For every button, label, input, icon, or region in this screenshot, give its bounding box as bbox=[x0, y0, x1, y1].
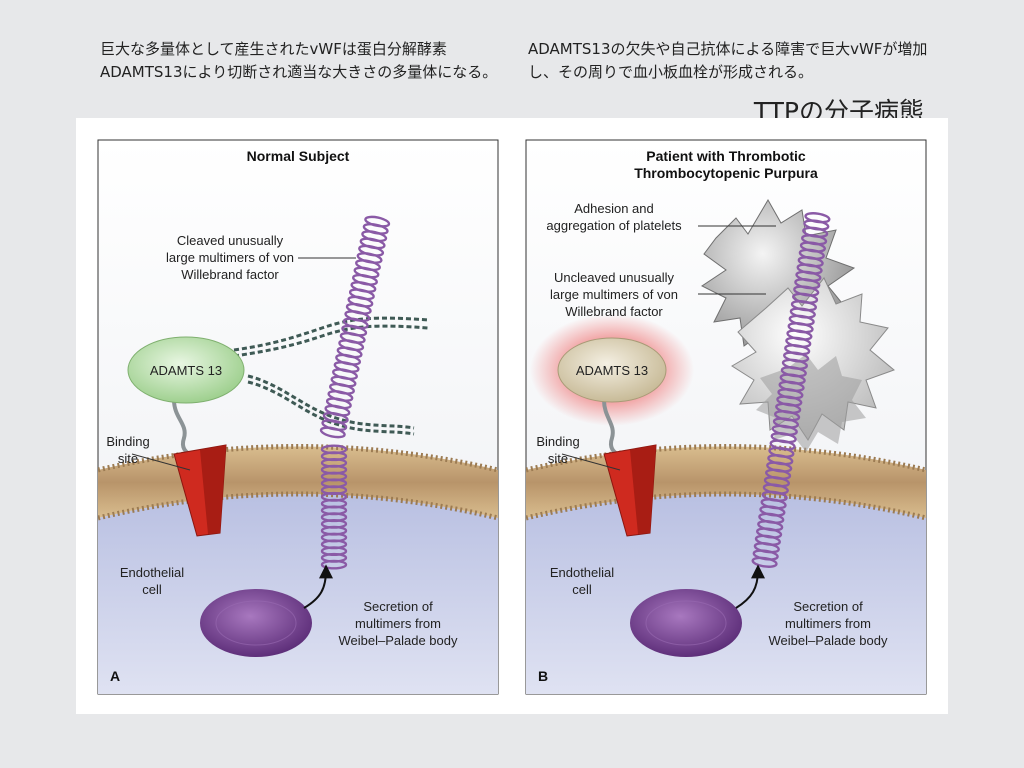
secretion-arrow-b bbox=[735, 564, 765, 609]
cleaved-label-3: Willebrand factor bbox=[181, 267, 279, 282]
secretion-label-b-2: multimers from bbox=[785, 616, 871, 631]
binding-label-a-2: site bbox=[118, 451, 138, 466]
uncleaved-label-3: Willebrand factor bbox=[565, 304, 663, 319]
figure: Normal Subject Cleaved unusually large m… bbox=[76, 118, 948, 714]
panel-a-letter: A bbox=[110, 668, 120, 684]
cytoplasm-b bbox=[526, 494, 926, 694]
cleaved-fragments-a bbox=[233, 316, 429, 436]
panel-b-title-1: Patient with Thrombotic bbox=[646, 148, 806, 164]
adamts13-enzyme-b bbox=[557, 337, 667, 403]
platelet-aggregate bbox=[701, 198, 895, 452]
secretion-label-b-1: Secretion of bbox=[793, 599, 863, 614]
cleaved-label-1: Cleaved unusually bbox=[177, 233, 284, 248]
vwf-coil-a-upper bbox=[319, 215, 391, 439]
uncleaved-label-1: Uncleaved unusually bbox=[554, 270, 674, 285]
secretion-label-a-3: Weibel–Palade body bbox=[338, 633, 458, 648]
secretion-label-b-3: Weibel–Palade body bbox=[768, 633, 888, 648]
panel-b-title-2: Thrombocytopenic Purpura bbox=[634, 165, 818, 181]
caption-left: 巨大な多量体として産生されたvWFは蛋白分解酵素ADAMTS13により切断され適… bbox=[100, 40, 498, 81]
cell-label-b-2: cell bbox=[572, 582, 592, 597]
uncleaved-label-2: large multimers of von bbox=[550, 287, 678, 302]
weibel-palade-body-a bbox=[200, 589, 312, 657]
panel-a-title: Normal Subject bbox=[247, 148, 350, 164]
cleaved-label-2: large multimers of von bbox=[166, 250, 294, 265]
binding-label-a-1: Binding bbox=[106, 434, 149, 449]
caption-right: ADAMTS13の欠失や自己抗体による障害で巨大vWFが増加し、その周りで血小板… bbox=[528, 40, 928, 81]
enzyme-label-b: ADAMTS 13 bbox=[576, 363, 648, 378]
panel-a: Normal Subject Cleaved unusually large m… bbox=[97, 139, 499, 695]
coil-turn bbox=[804, 212, 831, 224]
coil-turn bbox=[364, 215, 391, 228]
secretion-label-a-2: multimers from bbox=[355, 616, 441, 631]
secretion-label-a-1: Secretion of bbox=[363, 599, 433, 614]
cell-label-a-1: Endothelial bbox=[120, 565, 184, 580]
adamts13-enzyme-a bbox=[127, 336, 245, 404]
secretion-arrow-a bbox=[303, 564, 333, 609]
cytoplasm-a bbox=[98, 494, 498, 694]
coil-turn bbox=[320, 444, 348, 455]
weibel-palade-body-b bbox=[630, 589, 742, 657]
panel-b: Patient with Thrombotic Thrombocytopenic… bbox=[525, 139, 927, 695]
adhesion-label-2: aggregation of platelets bbox=[546, 218, 682, 233]
binding-label-b-2: site bbox=[548, 451, 568, 466]
cell-label-a-2: cell bbox=[142, 582, 162, 597]
enzyme-label-a: ADAMTS 13 bbox=[150, 363, 222, 378]
cell-label-b-1: Endothelial bbox=[550, 565, 614, 580]
binding-label-b-1: Binding bbox=[536, 434, 579, 449]
adhesion-label-1: Adhesion and bbox=[574, 201, 654, 216]
panel-b-letter: B bbox=[538, 668, 548, 684]
